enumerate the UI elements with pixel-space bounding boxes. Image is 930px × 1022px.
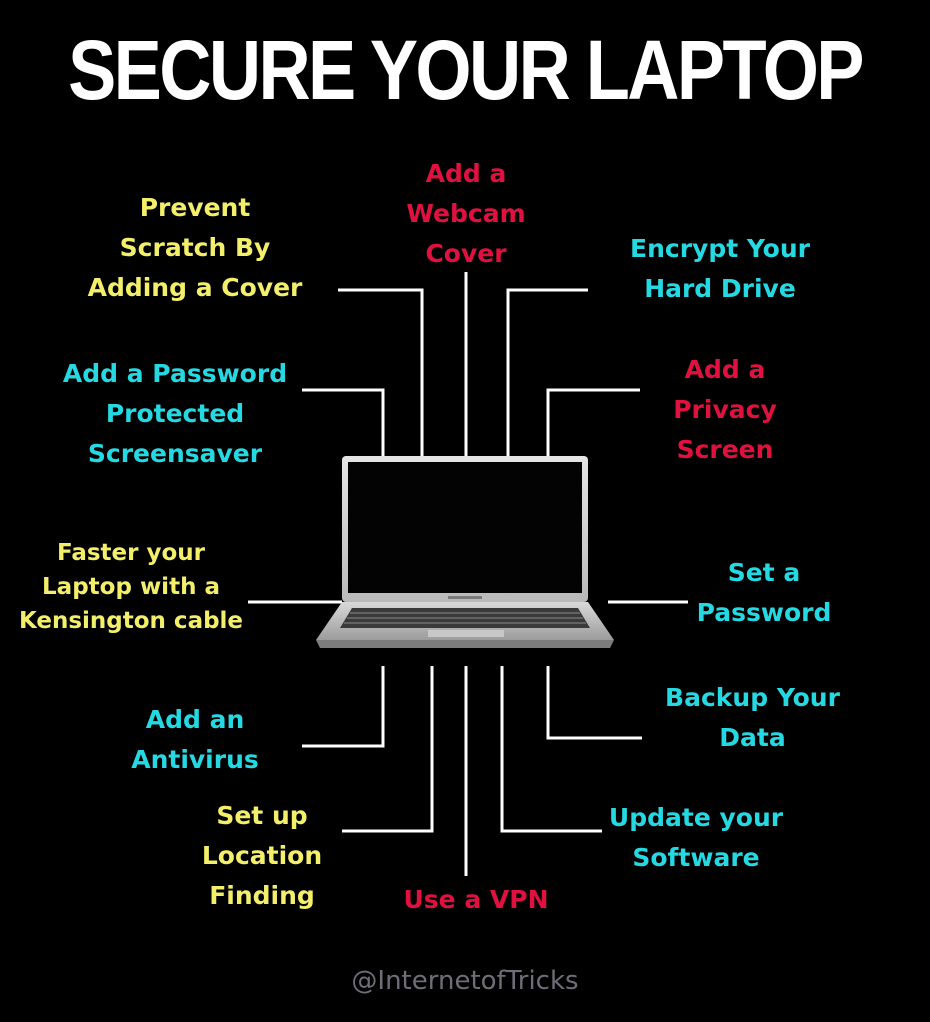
tip-use-vpn: Use a VPN xyxy=(403,885,549,914)
laptop-touchpad xyxy=(428,630,504,637)
page-title: SECURE YOUR LAPTOP xyxy=(68,23,864,117)
credit-handle: @InternetofTricks xyxy=(351,966,579,996)
line-location xyxy=(342,666,434,833)
line-encrypt xyxy=(506,288,588,456)
line-backup xyxy=(546,666,642,740)
line-antivirus xyxy=(302,666,385,748)
line-scratch xyxy=(338,288,424,456)
laptop-screen xyxy=(348,462,582,593)
line-software xyxy=(500,666,602,833)
line-screensaver xyxy=(302,388,385,456)
line-privacy xyxy=(546,388,640,456)
